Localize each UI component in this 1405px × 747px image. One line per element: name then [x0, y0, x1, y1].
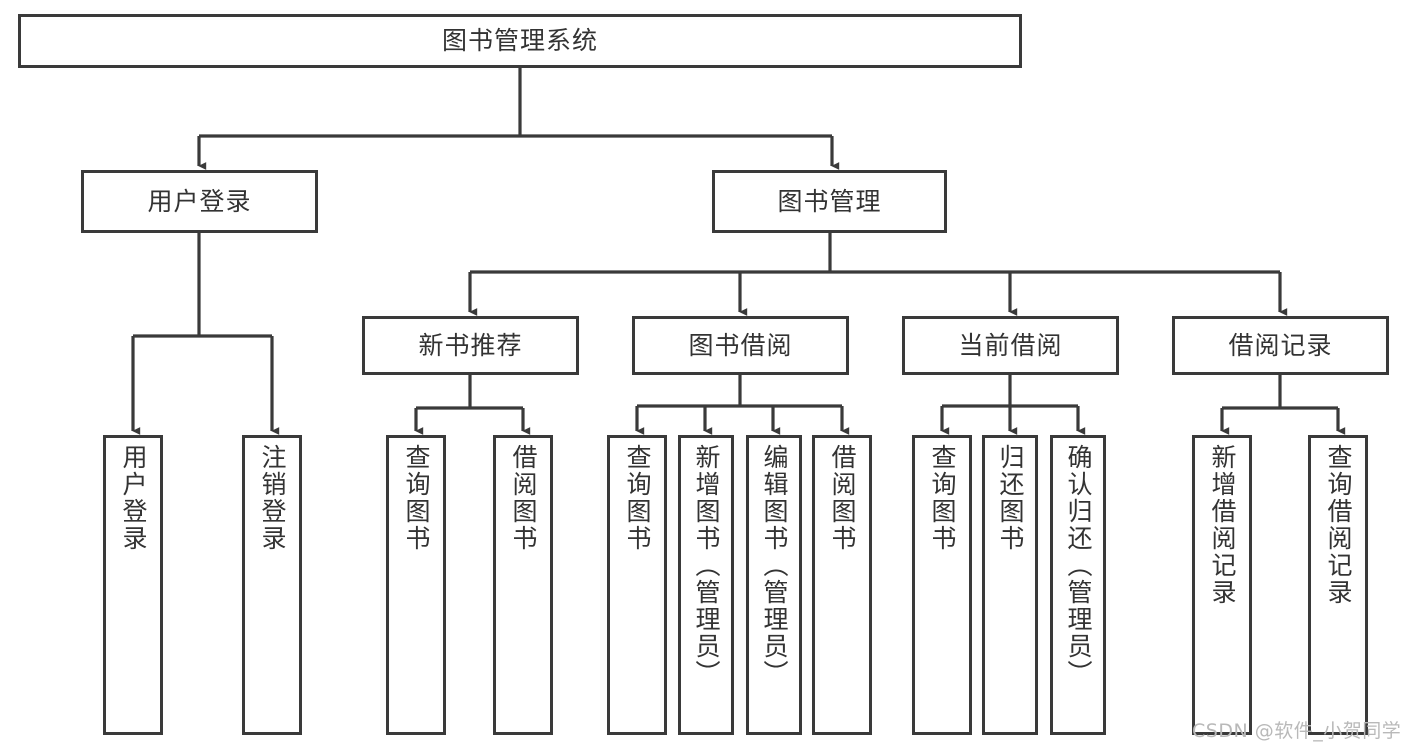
node-leaf-query-book-3[interactable]: 查询图书: [912, 435, 972, 735]
node-leaf-edit-book-label: 编辑图书（管理员）: [760, 444, 789, 687]
node-new-book-rec-label: 新书推荐: [418, 330, 523, 360]
node-current-borrow[interactable]: 当前借阅: [902, 316, 1119, 375]
node-leaf-edit-book[interactable]: 编辑图书（管理员）: [746, 435, 802, 735]
node-leaf-add-book-label: 新增图书（管理员）: [692, 444, 721, 687]
csdn-watermark: CSDN @软件_小贺同学: [1192, 720, 1402, 742]
node-leaf-add-book[interactable]: 新增图书（管理员）: [678, 435, 734, 735]
node-book-borrow-label: 图书借阅: [688, 330, 793, 360]
node-leaf-borrow-book-1[interactable]: 借阅图书: [493, 435, 553, 735]
node-current-borrow-label: 当前借阅: [958, 330, 1063, 360]
node-user-login-label: 用户登录: [147, 186, 252, 216]
node-leaf-borrow-book-2-label: 借阅图书: [828, 444, 857, 552]
node-root[interactable]: 图书管理系统: [18, 14, 1022, 68]
node-leaf-user-login[interactable]: 用户登录: [103, 435, 163, 735]
node-borrow-record-label: 借阅记录: [1228, 330, 1333, 360]
node-leaf-query-record[interactable]: 查询借阅记录: [1308, 435, 1368, 735]
node-user-login[interactable]: 用户登录: [81, 170, 318, 233]
node-root-label: 图书管理系统: [441, 26, 598, 56]
node-leaf-return-book[interactable]: 归还图书: [982, 435, 1038, 735]
node-leaf-query-record-label: 查询借阅记录: [1324, 444, 1353, 606]
node-leaf-logout[interactable]: 注销登录: [242, 435, 302, 735]
node-leaf-query-book-1[interactable]: 查询图书: [386, 435, 446, 735]
node-leaf-return-book-label: 归还图书: [996, 444, 1025, 552]
node-leaf-logout-label: 注销登录: [258, 444, 287, 552]
node-new-book-rec[interactable]: 新书推荐: [362, 316, 579, 375]
node-borrow-record[interactable]: 借阅记录: [1172, 316, 1389, 375]
node-leaf-borrow-book-1-label: 借阅图书: [509, 444, 538, 552]
node-book-borrow[interactable]: 图书借阅: [632, 316, 849, 375]
node-book-manage-label: 图书管理: [777, 186, 882, 216]
node-leaf-query-book-3-label: 查询图书: [928, 444, 957, 552]
node-leaf-query-book-2-label: 查询图书: [623, 444, 652, 552]
node-book-manage[interactable]: 图书管理: [712, 170, 947, 233]
node-leaf-query-book-1-label: 查询图书: [402, 444, 431, 552]
node-leaf-query-book-2[interactable]: 查询图书: [607, 435, 667, 735]
node-leaf-confirm-return-label: 确认归还（管理员）: [1064, 444, 1093, 687]
node-leaf-confirm-return[interactable]: 确认归还（管理员）: [1050, 435, 1106, 735]
node-leaf-user-login-label: 用户登录: [119, 444, 148, 552]
node-leaf-borrow-book-2[interactable]: 借阅图书: [812, 435, 872, 735]
node-leaf-add-record[interactable]: 新增借阅记录: [1192, 435, 1252, 735]
node-leaf-add-record-label: 新增借阅记录: [1208, 444, 1237, 606]
